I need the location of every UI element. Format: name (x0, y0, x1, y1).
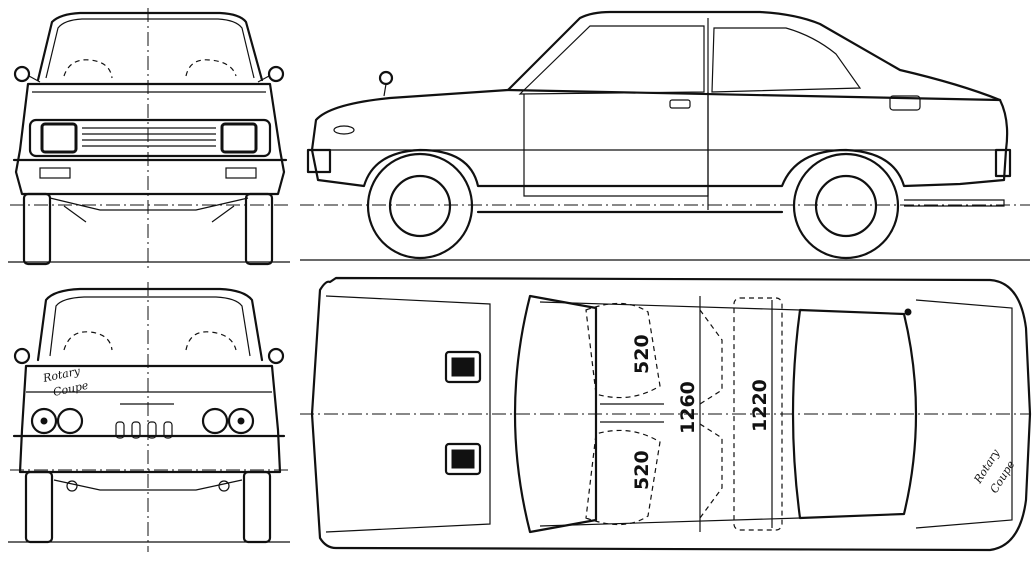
rear-view: Rotary Coupe (8, 282, 290, 552)
side-view (300, 10, 1030, 261)
front-track-label: 1260 (677, 381, 699, 434)
front-seat-width-label: 520 (631, 334, 653, 374)
front-view (8, 8, 290, 268)
top-view: Rotary Coupe 520 520 1260 1220 (300, 276, 1032, 552)
rear-seat-width-label: 520 (631, 450, 653, 490)
rear-track-label: 1220 (749, 379, 771, 432)
